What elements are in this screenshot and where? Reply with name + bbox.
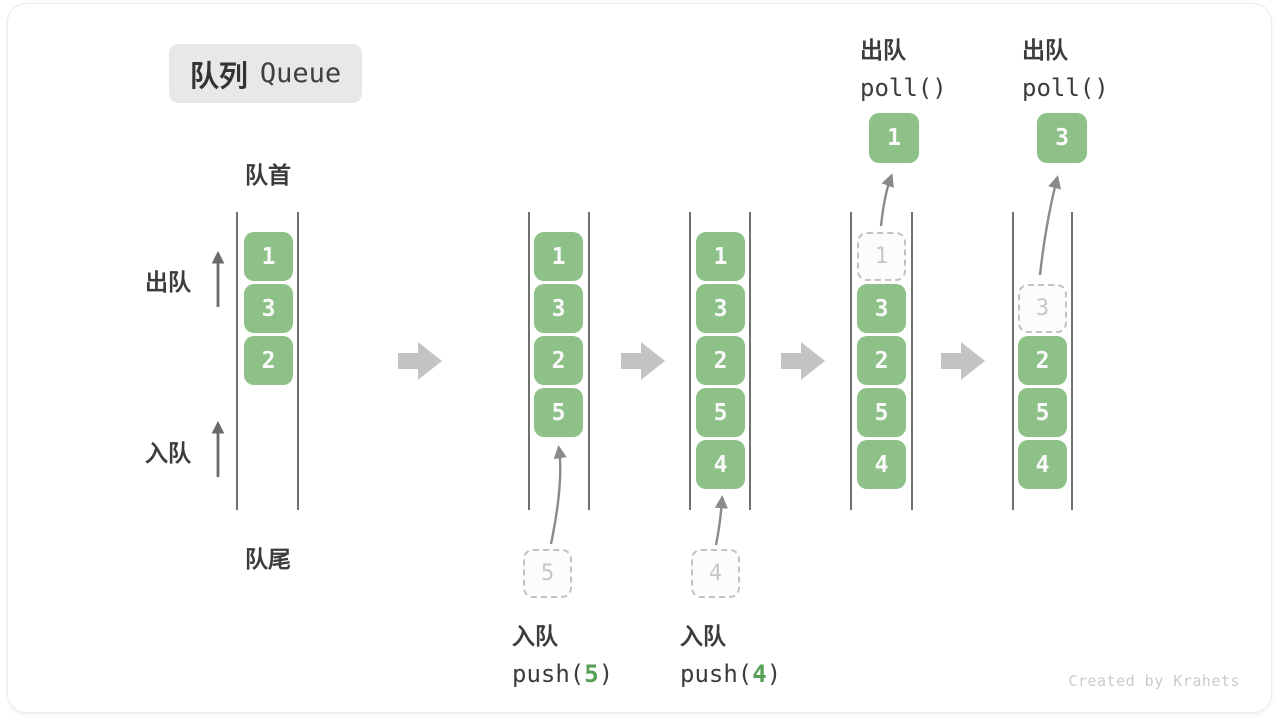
title-en: Queue xyxy=(259,58,342,89)
incoming-value-box: 4 xyxy=(691,549,740,598)
push-arg: 5 xyxy=(584,660,599,688)
queue-cell: 5 xyxy=(1018,388,1067,437)
poll-code: poll() xyxy=(860,74,947,102)
queue-cell: 3 xyxy=(696,284,745,333)
enqueue-label: 入队 xyxy=(145,440,191,466)
poll-label-zh: 出队 xyxy=(860,37,906,63)
queue-cell: 2 xyxy=(534,336,583,385)
push-operation-label: 入队 push(4) xyxy=(680,617,781,688)
queue-cell: 1 xyxy=(244,232,293,281)
queue-cell: 2 xyxy=(857,336,906,385)
title-zh: 队列 xyxy=(189,60,248,93)
title-chip: 队列 Queue xyxy=(169,44,362,103)
poll-operation-label: 出队 poll() xyxy=(1022,31,1109,102)
watermark: Created by Krahets xyxy=(1068,672,1240,690)
queue-cell: 2 xyxy=(696,336,745,385)
dequeue-label: 出队 xyxy=(145,269,191,295)
queue-cell: 3 xyxy=(244,284,293,333)
queue-cell: 5 xyxy=(857,388,906,437)
poll-code: poll() xyxy=(1022,74,1109,102)
push-code: push(4) xyxy=(680,660,782,688)
push-label-zh: 入队 xyxy=(512,623,558,649)
push-label-zh: 入队 xyxy=(680,623,726,649)
queue-cell: 3 xyxy=(534,284,583,333)
queue-cell: 1 xyxy=(696,232,745,281)
poll-label-zh: 出队 xyxy=(1022,37,1068,63)
push-operation-label: 入队 push(5) xyxy=(512,617,613,688)
push-code: push(5) xyxy=(512,660,614,688)
queue-cell: 4 xyxy=(857,440,906,489)
queue-cell-ghost: 1 xyxy=(857,232,906,281)
queue-rear-label: 队尾 xyxy=(245,546,291,572)
push-arg: 4 xyxy=(752,660,767,688)
queue-cell: 2 xyxy=(1018,336,1067,385)
queue-front-label: 队首 xyxy=(245,162,291,188)
incoming-value-box: 5 xyxy=(523,549,572,598)
queue-cell: 3 xyxy=(857,284,906,333)
queue-cell: 1 xyxy=(534,232,583,281)
queue-cell: 4 xyxy=(696,440,745,489)
queue-cell-ghost: 3 xyxy=(1018,284,1067,333)
queue-cell: 4 xyxy=(1018,440,1067,489)
queue-cell: 5 xyxy=(696,388,745,437)
queue-cell: 5 xyxy=(534,388,583,437)
queue-cell: 2 xyxy=(244,336,293,385)
diagram-card xyxy=(8,4,1271,712)
polled-value-box: 1 xyxy=(869,113,919,163)
polled-value-box: 3 xyxy=(1037,113,1087,163)
poll-operation-label: 出队 poll() xyxy=(860,31,947,102)
